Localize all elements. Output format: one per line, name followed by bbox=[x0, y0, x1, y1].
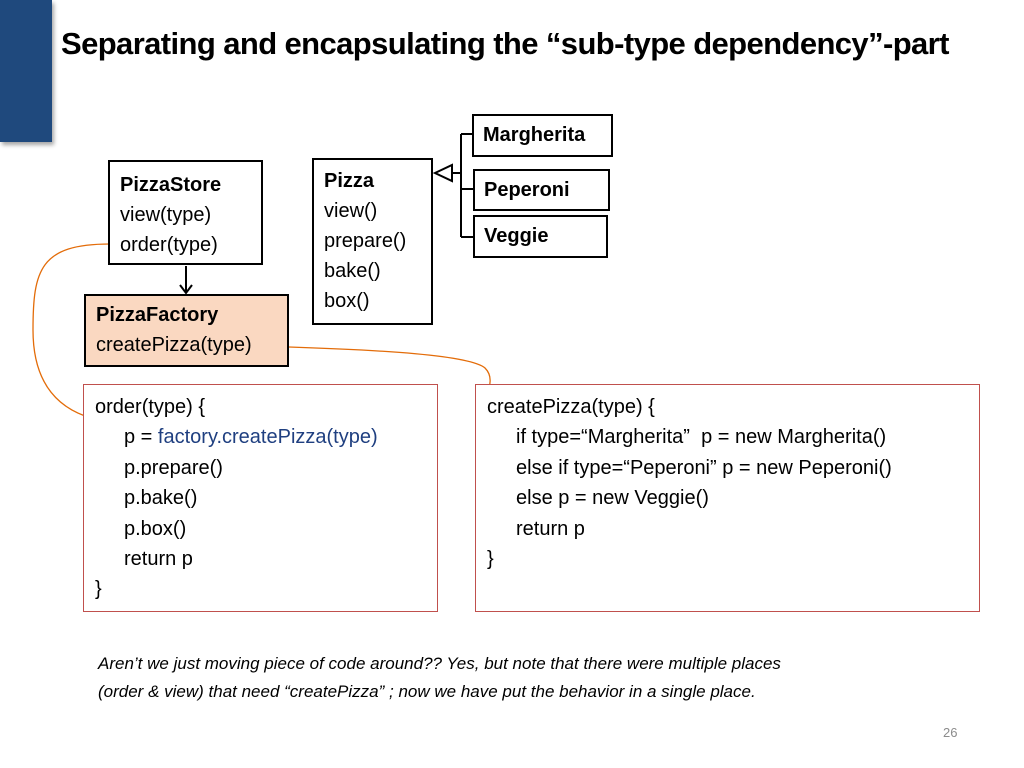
slide-accent-bar bbox=[0, 0, 52, 142]
code-line: order(type) { bbox=[95, 396, 206, 418]
pizza-method: box() bbox=[324, 290, 370, 312]
code-line: p.bake() bbox=[124, 487, 198, 510]
pizzastore-class-name: PizzaStore bbox=[120, 174, 222, 196]
code-line: p.box() bbox=[124, 517, 187, 540]
code-line: else p = new Veggie() bbox=[516, 487, 709, 510]
pizzafactory-class-box: PizzaFactory createPizza(type) bbox=[84, 294, 289, 367]
note-line: Aren’t we just moving piece of code arou… bbox=[98, 654, 781, 673]
order-code-box: order(type) { p = factory.createPizza(ty… bbox=[83, 384, 438, 612]
code-line: return p bbox=[516, 517, 585, 540]
code-line: else if type=“Peperoni” p = new Peperoni… bbox=[516, 456, 892, 479]
pizza-method: view() bbox=[324, 200, 378, 222]
note-line: (order & view) that need “createPizza” ;… bbox=[98, 682, 756, 701]
pizzastore-class-box: PizzaStore view(type) order(type) bbox=[108, 160, 263, 265]
inheritance-triangle-icon bbox=[432, 163, 453, 183]
slide-note: Aren’t we just moving piece of code arou… bbox=[98, 650, 978, 706]
pizzafactory-class-name: PizzaFactory bbox=[96, 304, 219, 326]
pizza-method: prepare() bbox=[324, 230, 407, 252]
factory-call-highlight: factory.createPizza(type) bbox=[157, 426, 378, 449]
code-line: return p bbox=[124, 548, 193, 571]
code-line: } bbox=[487, 548, 494, 571]
pizzastore-method: view(type) bbox=[120, 204, 212, 226]
pizza-class-name: Pizza bbox=[324, 170, 375, 192]
pizza-method: bake() bbox=[324, 260, 381, 282]
code-line: p = factory.createPizza(type) bbox=[95, 422, 437, 452]
pizza-class-box: Pizza view() prepare() bake() box() bbox=[312, 158, 433, 325]
code-line: if type=“Margherita” p = new Margherita(… bbox=[516, 426, 887, 449]
peperoni-class-box: Peperoni bbox=[473, 169, 610, 211]
code-line: createPizza(type) { bbox=[487, 396, 655, 418]
margherita-class-box: Margherita bbox=[472, 114, 613, 157]
veggie-class-box: Veggie bbox=[473, 215, 608, 258]
page-number: 26 bbox=[943, 725, 958, 740]
code-text: p = bbox=[124, 426, 158, 449]
slide-title: Separating and encapsulating the “sub-ty… bbox=[61, 26, 949, 61]
pizzastore-method: order(type) bbox=[120, 234, 218, 256]
code-line: } bbox=[95, 578, 102, 601]
pizzafactory-method: createPizza(type) bbox=[96, 334, 252, 356]
code-line: p.prepare() bbox=[124, 456, 223, 479]
createpizza-code-box: createPizza(type) { if type=“Margherita”… bbox=[475, 384, 980, 612]
store-to-factory-arrowhead bbox=[179, 284, 193, 295]
